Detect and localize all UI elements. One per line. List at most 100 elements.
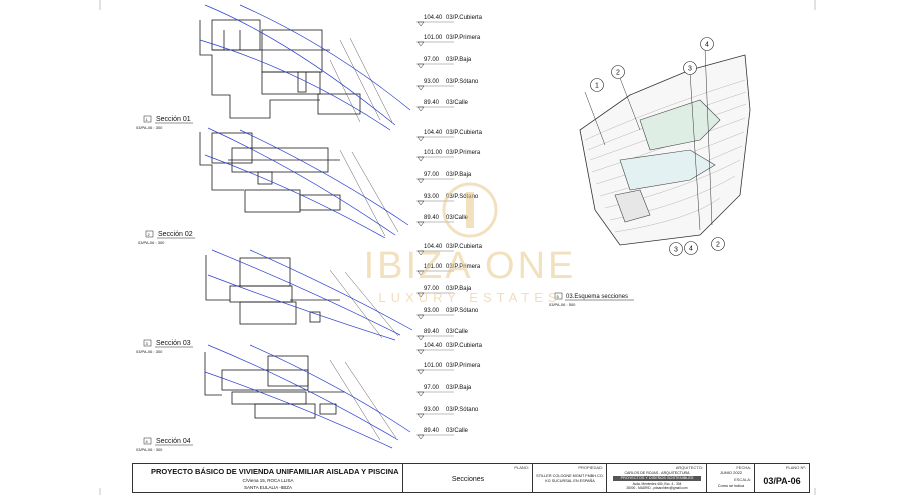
level-value: 97.00 bbox=[424, 57, 440, 63]
plano-cell: PLANO: Secciones bbox=[403, 464, 533, 492]
project-address-1: C/Viena 15, ROCA LLISA bbox=[242, 478, 294, 483]
level-value: 104.40 bbox=[424, 15, 443, 21]
fecha-header: FECHA: bbox=[736, 465, 751, 470]
section-cut-marker: 3 bbox=[683, 61, 697, 75]
level-name: 03/P.Primera bbox=[446, 150, 481, 156]
level-name: 03/P.Sótano bbox=[446, 308, 479, 314]
level-name: 03/P.Cubierta bbox=[446, 130, 483, 136]
level-triangle bbox=[417, 270, 425, 276]
level-triangle bbox=[417, 349, 425, 355]
arquitecto-name: CARLOS DE ROJAS - ARQUITECTURA bbox=[624, 471, 690, 475]
level-marker: 97.00 03/P.Baja bbox=[416, 57, 472, 69]
level-value: 97.00 bbox=[424, 286, 440, 292]
section-number-box bbox=[143, 339, 152, 347]
arquitecto-address: Avda. Menéndez 450, Esc. 4 - 304 bbox=[632, 482, 682, 486]
fecha-value: JUNIO 2022 bbox=[719, 470, 742, 475]
level-marker: 93.00 03/P.Sótano bbox=[416, 308, 479, 320]
escala-value: Como se indica bbox=[717, 484, 745, 488]
level-triangle bbox=[417, 391, 425, 397]
level-value: 101.00 bbox=[424, 35, 443, 41]
marker-circle bbox=[684, 241, 698, 255]
marker-label: 4 bbox=[689, 246, 693, 253]
arquitecto-band: PROYECTOS Y DISEÑOS SOSTENIBLES bbox=[613, 476, 701, 481]
level-value: 101.00 bbox=[424, 150, 443, 156]
section-01-drawing bbox=[199, 4, 411, 131]
escala-header: ESCALA: bbox=[734, 477, 751, 482]
project-address-2: SANTA EULALIA -IBIZA bbox=[244, 485, 292, 490]
level-value: 89.40 bbox=[424, 100, 440, 106]
section-number-box bbox=[143, 437, 152, 445]
marker-label: 1 bbox=[595, 83, 599, 90]
level-name: 03/P.Cubierta bbox=[446, 343, 483, 349]
arquitecto-header: ARQUITECTO: bbox=[675, 465, 703, 470]
level-value: 104.40 bbox=[424, 244, 443, 250]
level-triangle bbox=[417, 369, 425, 375]
marker-circle bbox=[711, 237, 725, 251]
level-name: 03/P.Sótano bbox=[446, 79, 479, 85]
marker-circle bbox=[700, 37, 714, 51]
marker-label: 3 bbox=[674, 247, 678, 254]
level-value: 93.00 bbox=[424, 407, 440, 413]
level-triangle bbox=[417, 221, 425, 227]
marker-label: 2 bbox=[616, 70, 620, 77]
level-name: 03/P.Primera bbox=[446, 264, 481, 270]
marker-circle bbox=[683, 61, 697, 75]
title-block: PROYECTO BÁSICO DE VIVIENDA UNIFAMILIAR … bbox=[132, 463, 810, 493]
project-cell: PROYECTO BÁSICO DE VIVIENDA UNIFAMILIAR … bbox=[133, 464, 403, 492]
level-name: 03/P.Cubierta bbox=[446, 15, 483, 21]
section-ref: 03/PA-06 : 300 bbox=[136, 349, 163, 354]
level-value: 93.00 bbox=[424, 79, 440, 85]
section-title-text: Sección 04 bbox=[156, 438, 191, 445]
plano-value: Secciones bbox=[451, 476, 485, 483]
level-value: 104.40 bbox=[424, 343, 443, 349]
level-triangle bbox=[417, 63, 425, 69]
section-cut-marker: 4 bbox=[684, 241, 698, 255]
section-title-text: Sección 01 bbox=[156, 116, 191, 123]
level-value: 93.00 bbox=[424, 308, 440, 314]
marker-circle bbox=[590, 78, 604, 92]
section-title-text: Sección 02 bbox=[158, 231, 193, 238]
section-number-box bbox=[143, 115, 152, 123]
level-name: 03/P.Cubierta bbox=[446, 244, 483, 250]
level-marker: 93.00 03/P.Sótano bbox=[416, 79, 479, 91]
scheme-number-box bbox=[554, 292, 563, 300]
level-triangle bbox=[417, 314, 425, 320]
arquitecto-contact: 28000 - MADRID - pdsarchitec@gmail.com bbox=[626, 486, 688, 490]
level-value: 101.00 bbox=[424, 264, 443, 270]
level-name: 03/P.Baja bbox=[446, 57, 472, 63]
section-02-drawing bbox=[199, 127, 409, 239]
section-cut-marker: 2 bbox=[711, 237, 725, 251]
section-cut-marker: 2 bbox=[611, 65, 625, 79]
marker-label: 2 bbox=[716, 242, 720, 249]
level-marker: 89.40 03/Calle bbox=[416, 100, 469, 112]
level-triangle bbox=[417, 200, 425, 206]
project-title: PROYECTO BÁSICO DE VIVIENDA UNIFAMILIAR … bbox=[151, 467, 399, 476]
level-value: 97.00 bbox=[424, 172, 440, 178]
level-triangle bbox=[417, 21, 425, 27]
fecha-cell: FECHA: JUNIO 2022 ESCALA: Como se indica bbox=[707, 464, 755, 492]
section-number: 1 bbox=[146, 117, 149, 122]
section-cut-marker: 4 bbox=[700, 37, 714, 51]
scheme-ref: 03/PA-06 : 500 bbox=[549, 302, 576, 307]
section-number-box bbox=[145, 230, 154, 238]
level-triangle bbox=[417, 178, 425, 184]
plano-header: PLANO: bbox=[514, 465, 529, 470]
level-name: 03/Calle bbox=[446, 100, 469, 106]
level-triangle bbox=[417, 156, 425, 162]
section-03-drawing bbox=[205, 249, 413, 341]
level-value: 97.00 bbox=[424, 385, 440, 391]
level-triangle bbox=[417, 292, 425, 298]
section-cut-marker: 1 bbox=[590, 78, 604, 92]
